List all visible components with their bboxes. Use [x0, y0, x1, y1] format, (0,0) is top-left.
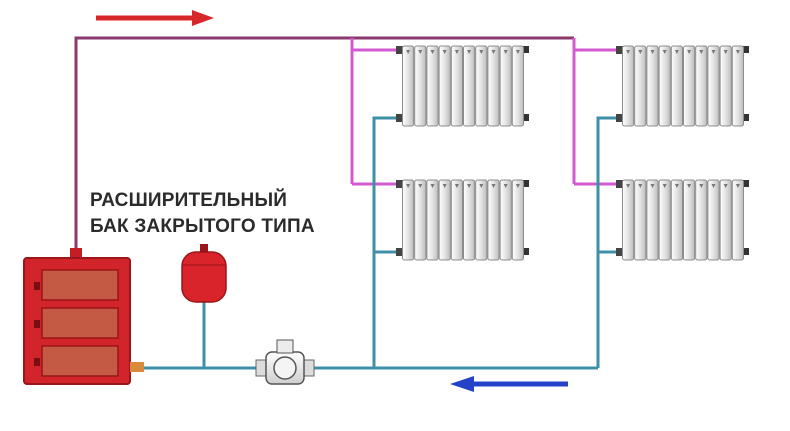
supply-riser-left: [350, 38, 400, 186]
return-pipe: [138, 116, 620, 370]
expansion-tank-icon: [181, 244, 227, 303]
circulation-pump-icon: [255, 339, 315, 385]
caption-line-2: БАК ЗАКРЫТОГО ТИПА: [90, 216, 315, 237]
supply-pipe: [74, 36, 574, 252]
radiator-bottom-left: [396, 179, 529, 261]
radiator-bottom-right: [616, 179, 749, 261]
arrow-left-icon: [450, 376, 568, 392]
boiler-icon: [23, 248, 144, 385]
radiator-top-left: [396, 45, 529, 127]
radiator-top-right: [616, 45, 749, 127]
caption-line-1: РАСШИРИТЕЛЬНЫЙ: [90, 190, 288, 211]
expansion-tank-caption: РАСШИРИТЕЛЬНЫЙ БАК ЗАКРЫТОГО ТИПА: [90, 188, 315, 240]
arrow-right-icon: [96, 10, 214, 26]
